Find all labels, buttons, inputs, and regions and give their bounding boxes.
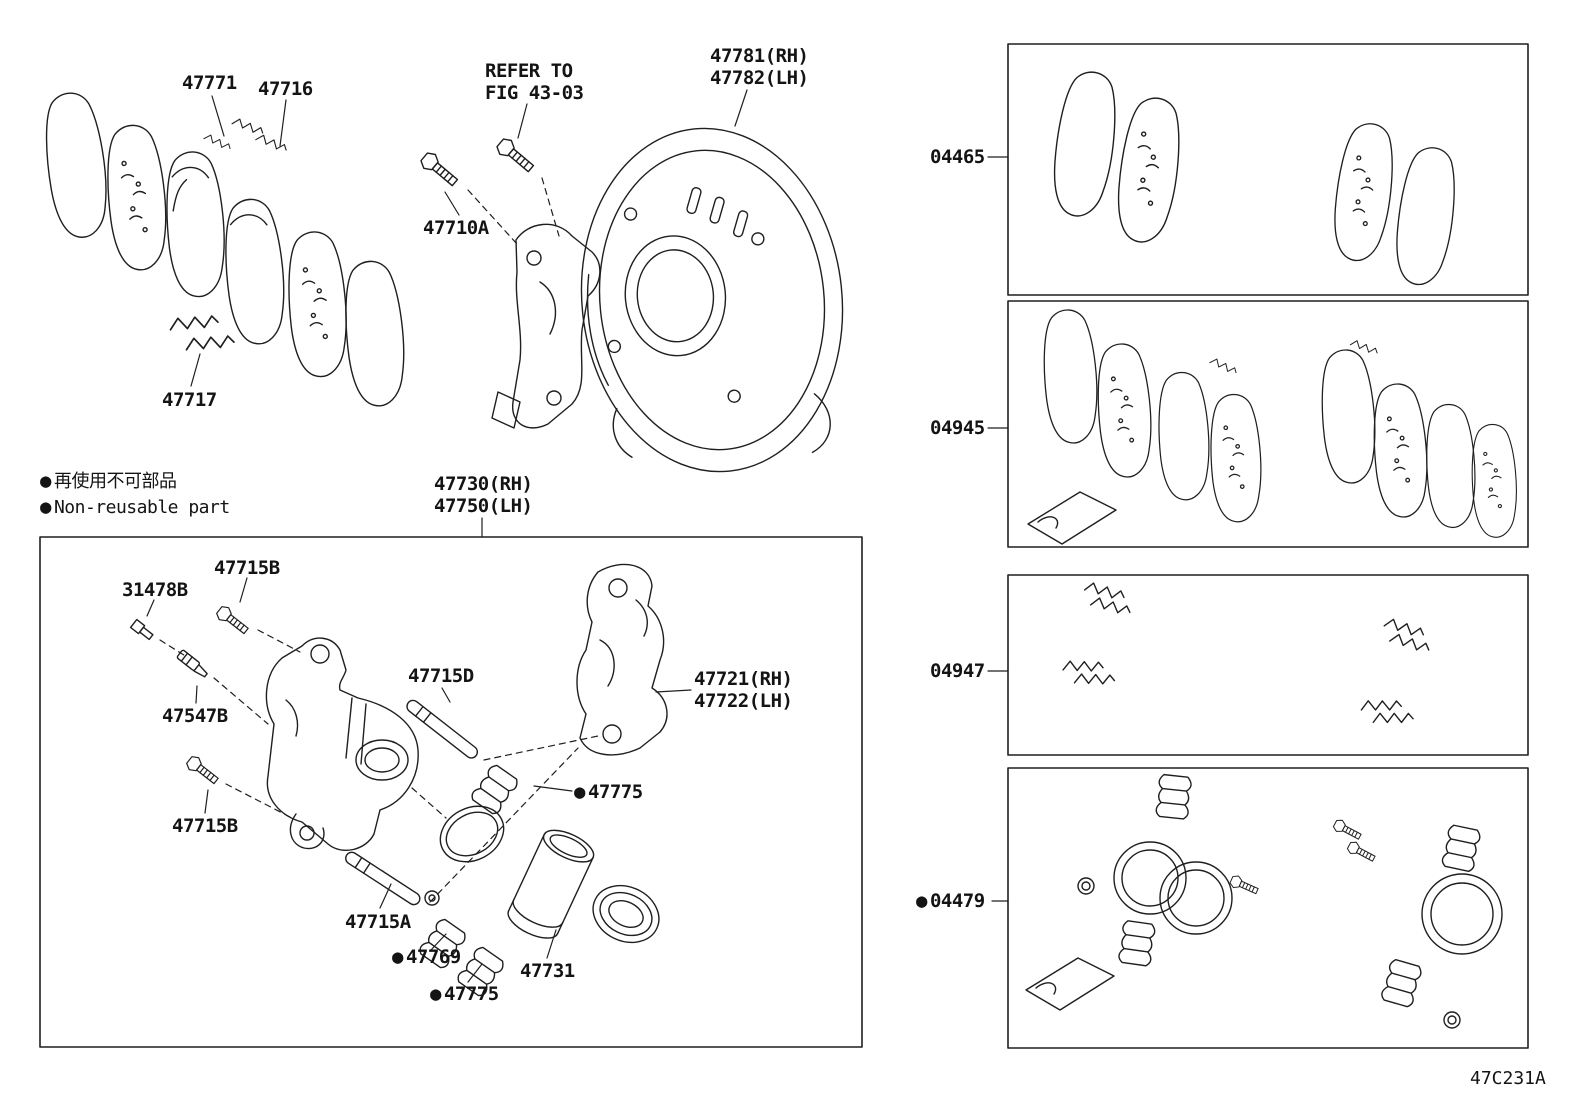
kit-04465-panel	[1007, 43, 1529, 296]
front-pads-exploded-drawing	[37, 88, 411, 410]
part-label-47715B-bottom: 47715B	[172, 815, 238, 837]
part-label-47717: 47717	[162, 389, 217, 411]
part-label-47771: 47771	[182, 72, 237, 94]
mount-bolts-drawing	[417, 135, 538, 191]
non-reusable-bullet-icon: ●	[430, 983, 441, 1005]
part-label-47775-b: ●47775	[430, 983, 499, 1005]
kit-04945-drawing	[1027, 307, 1520, 545]
part-label-47769: ●47769	[392, 946, 461, 968]
panel-frames	[39, 43, 1529, 1049]
non-reusable-bullet-icon: ●	[40, 496, 51, 518]
part-number-47775-b: 47775	[443, 983, 499, 1005]
part-number-47769: 47769	[405, 946, 461, 968]
kit-label-04947: 04947	[930, 660, 985, 682]
kit-04479-panel	[1007, 767, 1529, 1049]
kit-04945-panel	[1007, 300, 1529, 548]
piston-drawing	[507, 829, 595, 939]
legend-jp-text: 再使用不可部品	[53, 471, 177, 492]
caliper-fittings-drawing	[129, 603, 252, 788]
figure-code: 47C231A	[1470, 1068, 1546, 1089]
seals-and-piston-drawing	[416, 762, 660, 999]
part-number-47775: 47775	[587, 781, 643, 803]
legend-en-text: Non-reusable part	[53, 497, 230, 518]
part-label-47721-47722: 47721(RH) 47722(LH)	[694, 668, 793, 713]
part-label-47715B-top: 47715B	[214, 557, 280, 579]
legend-non-reusable-jp: ●再使用不可部品	[40, 470, 177, 492]
caliper-mount-upper-drawing	[491, 223, 601, 429]
part-label-47775-a: ●47775	[574, 781, 643, 803]
leader-lines	[146, 89, 1009, 983]
part-label-47715D: 47715D	[408, 665, 474, 687]
dust-cover-drawing	[580, 127, 844, 473]
kit-label-04945: 04945	[930, 417, 985, 439]
non-reusable-bullet-icon: ●	[574, 781, 585, 803]
kit-04947-drawing	[1061, 581, 1432, 728]
part-label-47710A: 47710A	[423, 217, 489, 239]
part-label-31478B: 31478B	[122, 579, 188, 601]
part-label-47547B: 47547B	[162, 705, 228, 727]
kit-04479-drawing	[1025, 773, 1503, 1029]
non-reusable-bullet-icon: ●	[916, 890, 927, 912]
refer-to-fig-note: REFER TO FIG 43-03	[485, 60, 584, 105]
non-reusable-bullet-icon: ●	[40, 470, 51, 492]
legend-non-reusable-en: ●Non-reusable part	[40, 496, 230, 518]
part-label-47730-47750: 47730(RH) 47750(LH)	[434, 473, 533, 518]
non-reusable-bullet-icon: ●	[392, 946, 403, 968]
part-label-47715A: 47715A	[345, 911, 411, 933]
kit-label-04465: 04465	[930, 146, 985, 168]
caliper-mount-drawing	[576, 563, 668, 756]
kit-number-04479: 04479	[929, 890, 985, 912]
assembly-guides	[159, 177, 599, 903]
caliper-body-drawing	[265, 637, 419, 852]
kit-label-04479: ●04479	[916, 890, 985, 912]
main-assembly-panel	[39, 536, 863, 1048]
kit-04947-panel	[1007, 574, 1529, 756]
kit-04465-drawing	[1048, 68, 1461, 288]
part-label-47781-47782: 47781(RH) 47782(LH)	[710, 45, 809, 90]
part-label-47716: 47716	[258, 78, 313, 100]
part-label-47731: 47731	[520, 960, 575, 982]
